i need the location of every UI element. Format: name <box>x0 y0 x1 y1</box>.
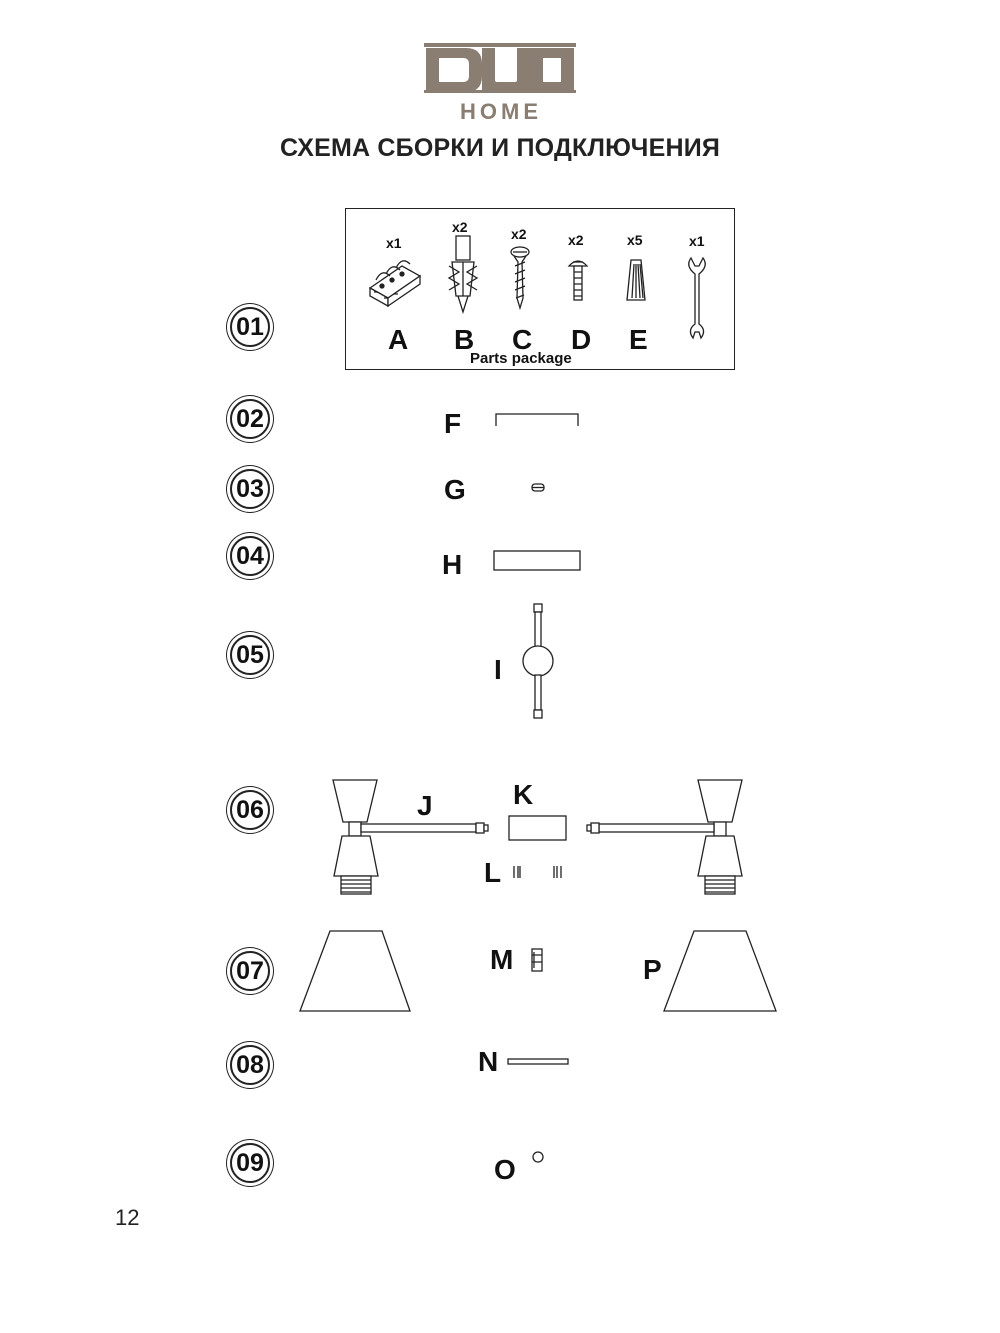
rod-n <box>507 1058 569 1065</box>
part-letter: C <box>512 324 533 355</box>
part-letter: D <box>571 324 592 355</box>
part-letter-l: L <box>484 857 502 888</box>
step-number: 03 <box>230 469 270 509</box>
brand-sub: HOME <box>460 99 542 124</box>
wood-screw-icon <box>510 246 530 311</box>
shade-left <box>299 930 411 1012</box>
page-title: СХЕМА СБОРКИ И ПОДКЛЮЧЕНИЯ <box>279 134 721 162</box>
step-number: 06 <box>230 790 270 830</box>
step-number: 09 <box>230 1143 270 1183</box>
wrench-icon <box>688 256 706 340</box>
parts-package-label: Parts package <box>470 350 572 367</box>
part-letter: E <box>629 324 648 355</box>
wall-anchor-icon <box>447 235 479 315</box>
page-number: 12 <box>115 1205 140 1230</box>
part-letter-i: I <box>494 654 502 685</box>
step-number: 01 <box>230 307 270 347</box>
part-qty: x2 <box>568 232 584 248</box>
part-qty: x1 <box>689 233 705 249</box>
part-letter-h: H <box>442 549 463 580</box>
part-letter-f: F <box>444 408 462 439</box>
step-number: 07 <box>230 951 270 991</box>
part-letter-o: O <box>494 1154 516 1185</box>
part-letter-m: M <box>490 944 514 975</box>
hub-i <box>522 603 554 719</box>
part-letter-j: J <box>417 790 433 821</box>
shade-p <box>663 930 777 1012</box>
arm-j-right <box>586 779 743 895</box>
machine-screw-icon <box>567 260 589 301</box>
ring-o <box>532 1151 544 1163</box>
brand-logo: HOME <box>424 43 576 124</box>
step-number: 04 <box>230 536 270 576</box>
part-qty: x1 <box>386 235 402 251</box>
part-qty: x2 <box>452 219 468 235</box>
clip-m <box>531 948 543 972</box>
connector-k <box>508 815 567 841</box>
arm-j-left <box>332 779 489 895</box>
step-number: 05 <box>230 635 270 675</box>
part-qty: x5 <box>627 232 643 248</box>
part-letter-k: K <box>513 779 534 810</box>
part-qty: x2 <box>511 226 527 242</box>
part-letter-p: P <box>643 954 662 985</box>
parts-package-box <box>345 208 735 370</box>
screws-l <box>513 866 562 878</box>
step-number: 08 <box>230 1045 270 1085</box>
plate-h <box>493 550 581 571</box>
terminal-block-icon <box>368 260 422 308</box>
part-letter: A <box>388 324 409 355</box>
wire-nut-icon <box>626 259 646 301</box>
part-letter: B <box>454 324 475 355</box>
screw-g <box>531 483 545 492</box>
step-number: 02 <box>230 399 270 439</box>
part-letter-g: G <box>444 474 466 505</box>
part-letter-n: N <box>478 1046 499 1077</box>
bracket-f <box>495 413 579 426</box>
